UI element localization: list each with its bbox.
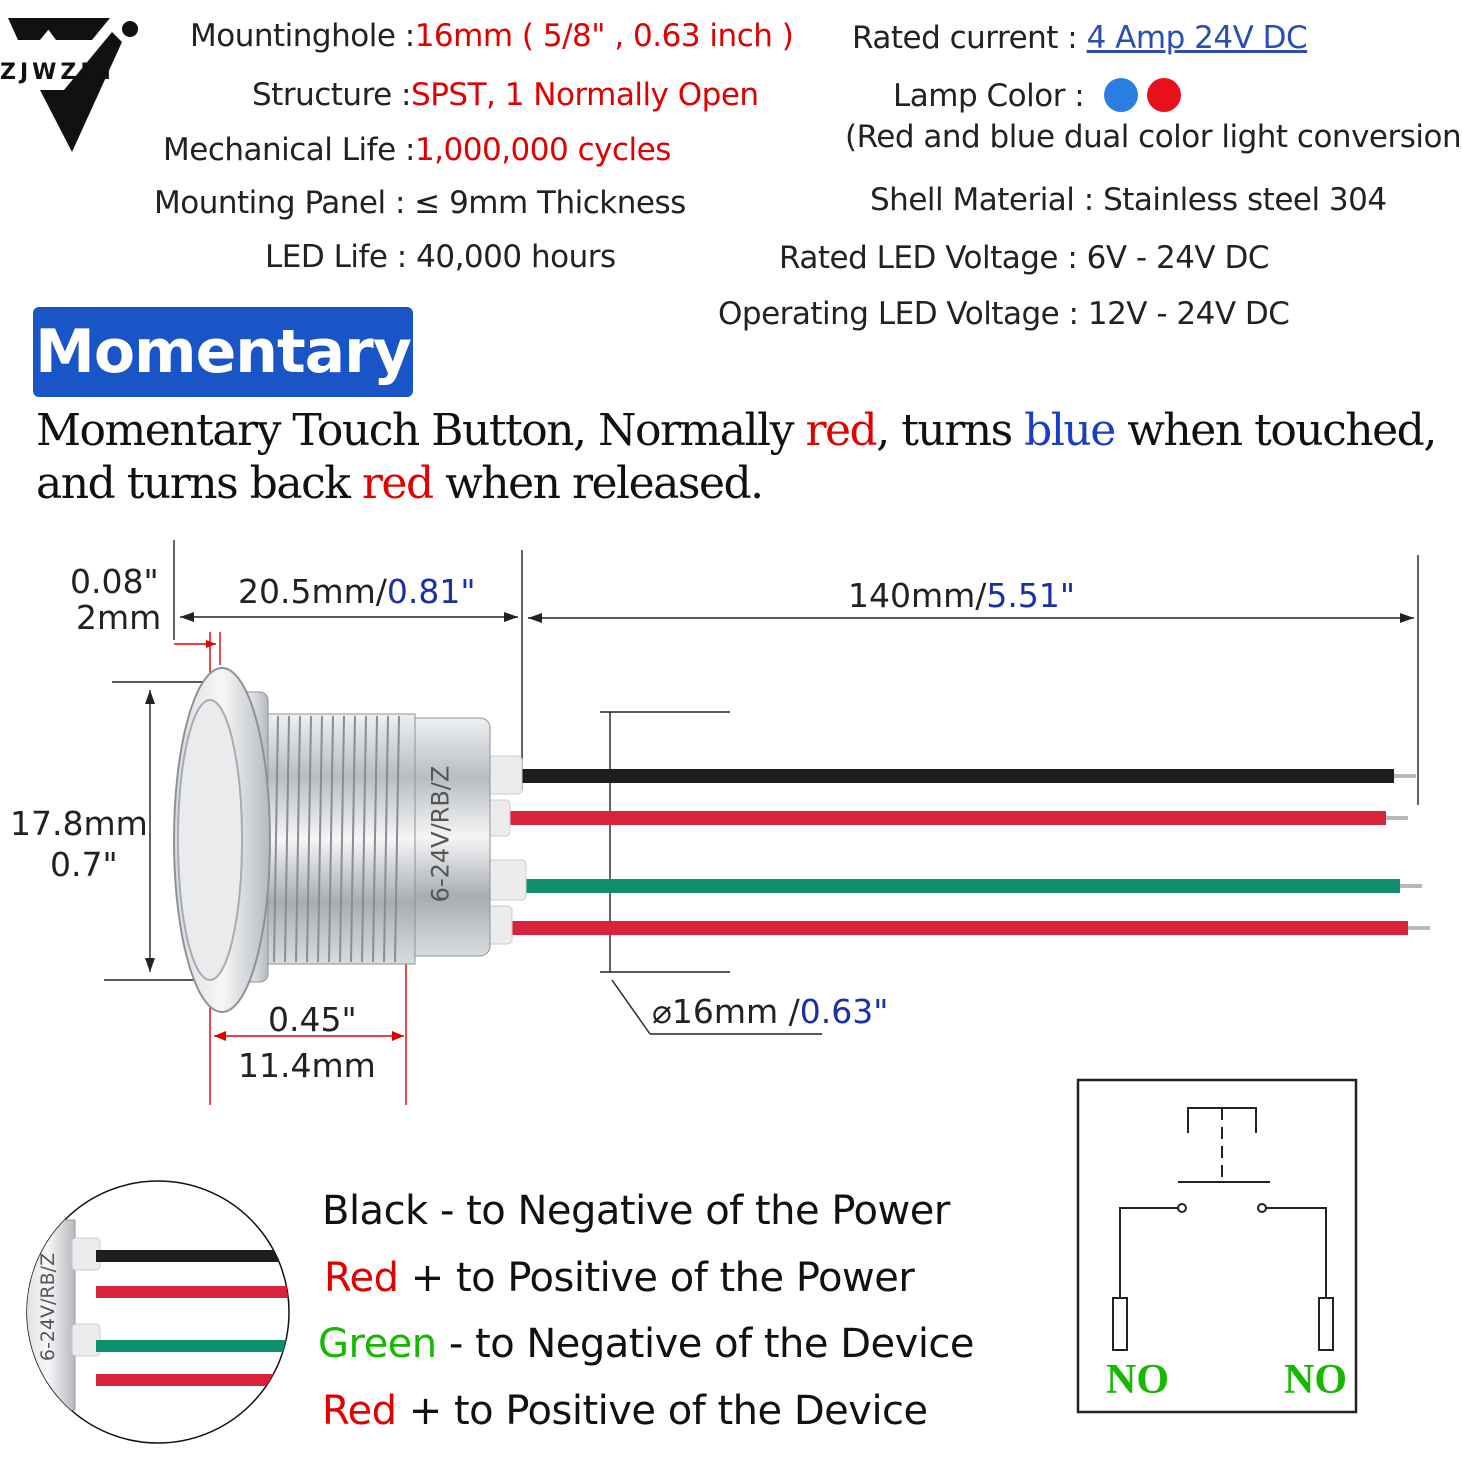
- dim-wire-length: 140mm/5.51": [848, 576, 1076, 615]
- schematic-left-no: NO: [1106, 1357, 1169, 1403]
- description-line-1: Momentary Touch Button, Normally red, tu…: [36, 405, 1437, 456]
- spec-mounting-panel: Mounting Panel : ≤ 9mm Thickness: [154, 185, 686, 221]
- dim-thread-diameter: ⌀16mm /0.63": [652, 992, 889, 1031]
- spec-rated-led-voltage: Rated LED Voltage : 6V - 24V DC: [779, 240, 1270, 276]
- blue-lamp-dot-icon: [1103, 78, 1138, 112]
- spec-lamp-note: (Red and blue dual color light conversio…: [845, 119, 1462, 155]
- dim-head-diameter-in: 0.7": [50, 845, 118, 884]
- dim-head-thickness-mm: 2mm: [76, 598, 162, 637]
- push-button-switch: [173, 667, 527, 1013]
- description-line-2: and turns back red when released.: [36, 458, 764, 509]
- spec-rated-current: Rated current : 4 Amp 24V DC: [852, 20, 1308, 56]
- red-dimension-arrows: [206, 640, 404, 1041]
- spec-structure: Structure :SPST, 1 Normally Open: [252, 77, 759, 113]
- spec-shell-material: Shell Material : Stainless steel 304: [870, 182, 1387, 218]
- dim-body-length: 20.5mm/0.81": [238, 572, 476, 611]
- spst-schematic: [1076, 1078, 1358, 1414]
- dim-thread-length-in: 0.45": [268, 1000, 357, 1039]
- wiring-black: Black - to Negative of the Power: [322, 1188, 950, 1234]
- thread-line: [350, 715, 356, 963]
- spec-mechanical-life: Mechanical Life :1,000,000 cycles: [163, 132, 671, 168]
- thread-line: [361, 715, 367, 963]
- spec-mountinghole: Mountinghole :16mm ( 5/8" , 0.63 inch ): [190, 18, 794, 54]
- thread-line: [317, 715, 323, 963]
- wires: [510, 769, 1430, 935]
- brand-name: ZJWZJH: [0, 60, 115, 85]
- red-lamp-dot-icon: [1146, 78, 1181, 112]
- thread-line: [306, 715, 312, 963]
- mode-badge: Momentary: [33, 307, 413, 397]
- spec-led-life: LED Life : 40,000 hours: [265, 239, 616, 275]
- schematic-right-no: NO: [1284, 1357, 1347, 1403]
- wire-zoom-circle: [26, 1180, 290, 1444]
- thread-line: [273, 715, 279, 963]
- body-marking: 6-24V/RB/Z: [426, 765, 455, 903]
- wiring-red-power: Red + to Positive of the Power: [324, 1255, 915, 1301]
- thread-line: [394, 715, 400, 963]
- thread-line: [383, 715, 389, 963]
- wiring-red-device: Red + to Positive of the Device: [322, 1388, 928, 1434]
- zoom-body-marking: 6-24V/RB/Z: [37, 1252, 60, 1362]
- wiring-green: Green - to Negative of the Device: [318, 1321, 975, 1367]
- thread-line: [339, 715, 345, 963]
- dimension-arrows: [145, 612, 1414, 972]
- dim-thread-length-mm: 11.4mm: [238, 1046, 376, 1085]
- dim-head-diameter-mm: 17.8mm: [10, 804, 148, 843]
- brand-logo-icon: [8, 18, 138, 152]
- dim-head-thickness-in: 0.08": [70, 562, 159, 601]
- thread-line: [295, 715, 301, 963]
- spec-operating-led-voltage: Operating LED Voltage : 12V - 24V DC: [718, 296, 1290, 332]
- thread-line: [328, 715, 334, 963]
- thread-line: [372, 715, 378, 963]
- spec-lamp-color: Lamp Color :: [893, 78, 1181, 114]
- thread-line: [284, 715, 290, 963]
